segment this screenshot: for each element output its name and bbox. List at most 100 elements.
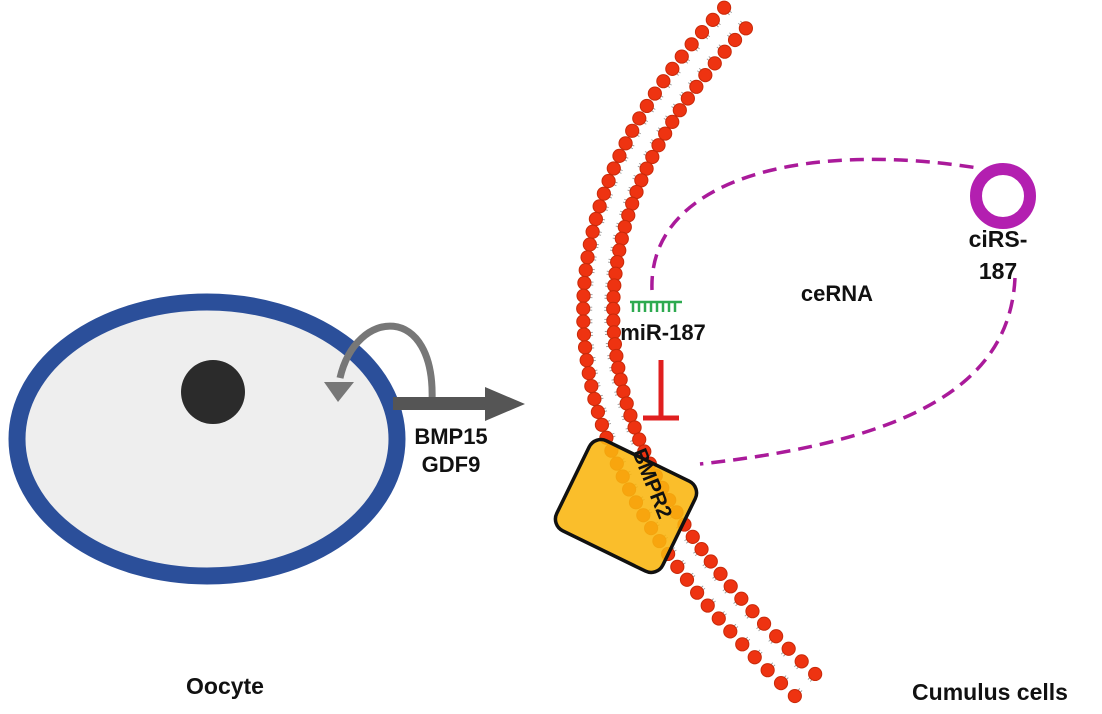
lipid-head — [576, 288, 591, 303]
receptor-box-icon — [553, 437, 699, 575]
circular-rna-ring-icon — [970, 163, 1036, 229]
cerna-link-bottom — [699, 277, 1017, 466]
lipid-head — [606, 313, 621, 328]
lipid-head — [645, 149, 660, 165]
lipid-head — [685, 529, 700, 544]
lipid-head — [639, 161, 654, 176]
lipid-head — [617, 219, 632, 235]
lipid-head — [580, 250, 595, 265]
lipid-head — [612, 148, 627, 163]
lipid-head — [656, 74, 671, 89]
lipid-head — [584, 378, 599, 394]
lipid-head — [680, 91, 695, 106]
lipid-head — [689, 79, 704, 94]
lipid-head — [612, 243, 627, 258]
lipid-head — [632, 111, 647, 126]
lipid-head — [585, 224, 600, 239]
lipid-head — [745, 604, 760, 619]
lipid-head — [781, 641, 796, 656]
lipid-head — [773, 676, 789, 691]
lipid-head — [713, 566, 728, 581]
lipid-head — [590, 404, 606, 420]
lipid-head — [625, 123, 640, 138]
lipid-head — [606, 325, 622, 340]
lipid-head — [587, 391, 602, 407]
lipid-bilayer-icon — [576, 0, 823, 704]
lipid-head — [608, 266, 623, 281]
lipid-head — [601, 173, 616, 189]
lipid-head — [576, 301, 591, 316]
lipid-head — [594, 417, 610, 432]
lipid-head — [723, 579, 738, 594]
lipid-head — [665, 61, 680, 76]
lipid-head — [588, 211, 603, 227]
lipid-head — [623, 408, 638, 423]
cumulus-label: Cumulus cells — [912, 679, 1068, 705]
secretion-arrow-icon — [393, 387, 525, 421]
mirna-comb-icon — [630, 300, 682, 312]
lipid-head — [723, 624, 738, 639]
oocyte-cell-icon — [8, 293, 406, 585]
ligand-label-bmp15: BMP15 — [414, 424, 487, 449]
mirna-label: miR-187 — [620, 320, 706, 345]
lipid-head — [760, 663, 775, 678]
lipid-head — [694, 24, 710, 40]
lipid-head — [611, 360, 626, 375]
lipid-head — [734, 591, 749, 606]
lipid-head — [607, 278, 622, 293]
lipid-head — [596, 186, 611, 201]
lipid-head — [707, 56, 722, 71]
ligand-label-gdf9: GDF9 — [422, 452, 481, 477]
inhibition-icon — [643, 360, 679, 421]
lipid-head — [609, 348, 624, 364]
lipid-head — [578, 262, 593, 278]
lipid-head — [613, 372, 628, 387]
lipid-head — [639, 98, 654, 114]
circrna-label-line1: ciRS- — [969, 226, 1028, 252]
lipid-head — [616, 384, 631, 399]
lipid-head — [756, 616, 772, 631]
cerna-label: ceRNA — [801, 281, 873, 306]
oocyte-label: Oocyte — [186, 673, 264, 699]
lipid-head — [670, 559, 685, 574]
lipid-head — [700, 598, 715, 613]
oocyte-cytoplasm — [8, 293, 406, 585]
lipid-head — [679, 572, 695, 587]
lipid-head — [581, 366, 596, 381]
nucleus-icon — [181, 360, 245, 424]
lipid-head — [619, 396, 634, 411]
lipid-head — [690, 585, 705, 600]
circrna-label-line2: 187 — [979, 258, 1017, 284]
lipid-head — [665, 114, 680, 129]
lipid-head — [576, 314, 591, 329]
lipid-head — [606, 290, 621, 305]
lipid-head — [627, 420, 642, 435]
lipid-head — [658, 126, 673, 141]
lipid-head — [582, 237, 597, 252]
lipid-head — [735, 637, 750, 652]
lipid-head — [694, 542, 709, 557]
bmpr2-receptor — [553, 437, 699, 575]
lipid-head — [606, 161, 621, 176]
lipid-head — [647, 86, 662, 101]
lipid-head — [614, 231, 629, 246]
lipid-head — [672, 103, 687, 118]
lipid-head — [769, 629, 784, 644]
lipid-head — [684, 37, 699, 52]
lipid-head — [747, 650, 762, 665]
lipid-head — [808, 666, 823, 682]
lipid-head — [705, 12, 720, 27]
lipid-head — [787, 688, 802, 704]
lipid-head — [577, 340, 593, 355]
lipid-head — [577, 275, 592, 291]
lipid-head — [738, 21, 753, 36]
lipid-head — [579, 353, 594, 368]
lipid-head — [727, 32, 743, 48]
lipid-head — [618, 136, 633, 151]
lipid-head — [703, 554, 718, 569]
lipid-head — [610, 254, 625, 270]
lipid-head — [621, 208, 636, 223]
lipid-head — [717, 0, 732, 15]
lipid-head — [606, 301, 621, 316]
autocrine-arrow-icon — [324, 322, 436, 403]
